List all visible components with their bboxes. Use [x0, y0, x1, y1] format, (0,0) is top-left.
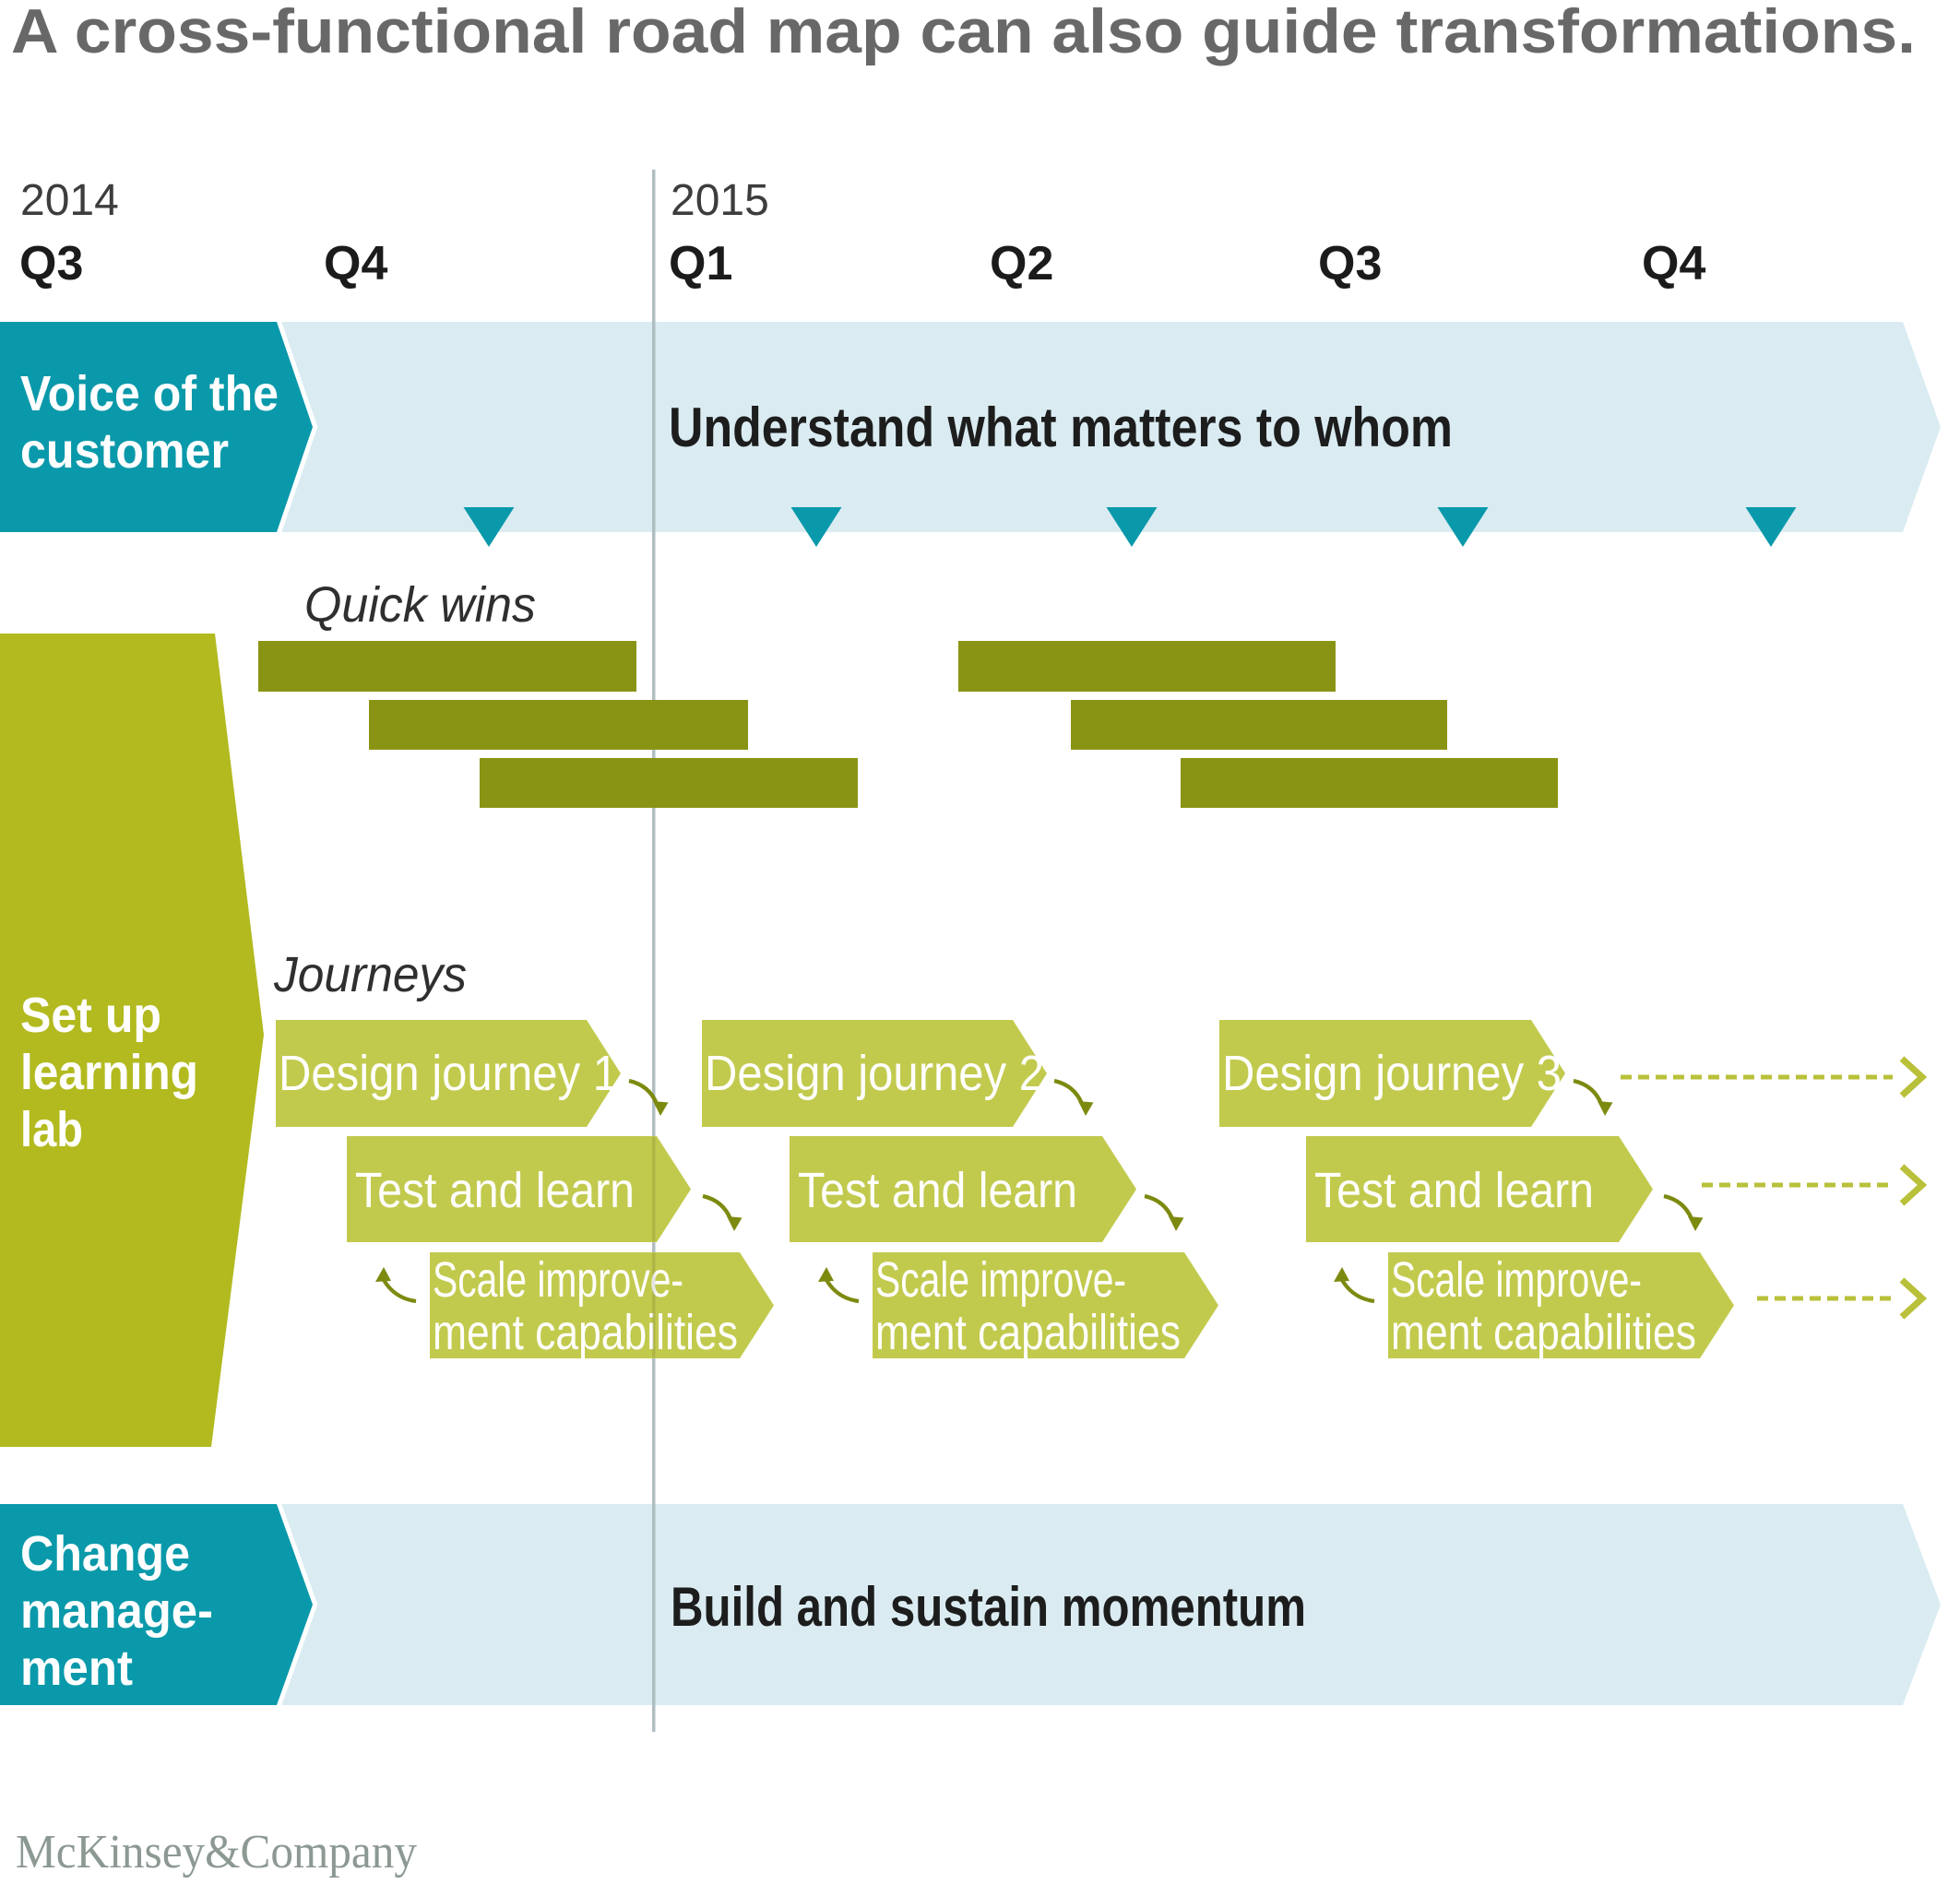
svg-text:Quick wins: Quick wins	[304, 577, 536, 633]
svg-text:learning: learning	[20, 1045, 198, 1100]
svg-text:Q3: Q3	[19, 237, 83, 290]
svg-text:2014: 2014	[20, 176, 119, 225]
svg-text:Voice of the: Voice of the	[20, 366, 279, 421]
svg-text:ment capabilities: ment capabilities	[433, 1305, 738, 1360]
svg-text:Design journey 2: Design journey 2	[705, 1046, 1044, 1101]
svg-text:Set up: Set up	[20, 988, 161, 1043]
svg-text:Scale improve-: Scale improve-	[433, 1252, 683, 1308]
svg-text:Test and learn: Test and learn	[798, 1163, 1077, 1218]
svg-text:Q2: Q2	[990, 237, 1053, 290]
svg-text:Scale improve-: Scale improve-	[1391, 1252, 1642, 1308]
svg-text:manage-: manage-	[20, 1583, 213, 1639]
svg-text:lab: lab	[20, 1102, 83, 1157]
svg-text:Q4: Q4	[324, 237, 387, 290]
svg-text:ment capabilities: ment capabilities	[1391, 1305, 1696, 1360]
svg-text:Change: Change	[20, 1526, 190, 1582]
svg-text:Journeys: Journeys	[273, 947, 467, 1002]
svg-text:ment: ment	[20, 1641, 133, 1696]
svg-text:McKinsey&Company: McKinsey&Company	[16, 1826, 417, 1878]
svg-text:Q4: Q4	[1642, 237, 1705, 290]
svg-text:Test and learn: Test and learn	[1314, 1163, 1594, 1218]
svg-text:Q1: Q1	[669, 237, 732, 290]
svg-text:Understand what matters to who: Understand what matters to whom	[669, 397, 1453, 458]
svg-text:Test and learn: Test and learn	[355, 1163, 635, 1218]
svg-text:Scale improve-: Scale improve-	[875, 1252, 1126, 1308]
svg-text:ment capabilities: ment capabilities	[875, 1305, 1181, 1360]
svg-text:Q3: Q3	[1318, 237, 1382, 290]
svg-text:A cross-functional road map ca: A cross-functional road map can also gui…	[11, 0, 1916, 66]
svg-text:Design journey 1: Design journey 1	[279, 1046, 618, 1101]
svg-text:Design journey 3: Design journey 3	[1222, 1046, 1562, 1101]
svg-text:Build and sustain momentum: Build and sustain momentum	[671, 1576, 1306, 1638]
svg-text:customer: customer	[20, 423, 229, 479]
svg-text:2015: 2015	[671, 176, 769, 225]
